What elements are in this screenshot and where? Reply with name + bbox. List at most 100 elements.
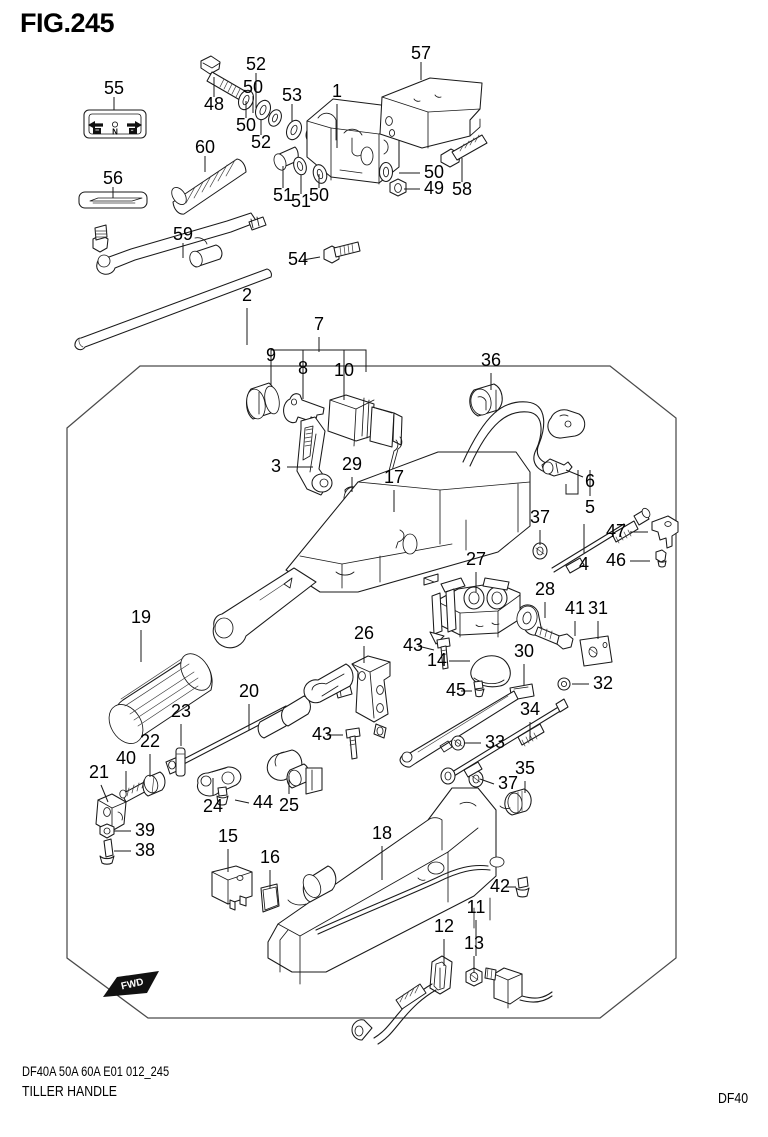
callout-25: 25 <box>279 776 299 815</box>
figure-title: FIG.245 <box>20 8 115 38</box>
part-54-bolt <box>324 242 360 263</box>
callout-number-27: 27 <box>466 549 486 569</box>
part-6-fuel-connector <box>542 459 572 476</box>
callout-number-22: 22 <box>140 731 160 751</box>
part-51-bushing-b <box>292 156 309 177</box>
callout-number-50c: 50 <box>309 185 329 205</box>
footer-model-label: DF40 <box>718 1090 749 1107</box>
callout-number-8: 8 <box>298 358 308 378</box>
callout-number-44: 44 <box>253 792 273 812</box>
callout-number-58: 58 <box>452 179 472 199</box>
callout-number-52b: 52 <box>251 132 271 152</box>
callout-number-50b: 50 <box>243 77 263 97</box>
callout-41: 41 <box>565 598 585 636</box>
callout-number-23: 23 <box>171 701 191 721</box>
callout-24: 24 <box>203 778 223 816</box>
footer-model-code: DF40A 50A 60A E01 012_245 <box>22 1064 170 1079</box>
callout-52b: 52 <box>251 120 271 152</box>
callout-number-24: 24 <box>203 796 223 816</box>
part-36-cable-clamp <box>469 384 502 417</box>
callout-number-16: 16 <box>260 847 280 867</box>
callout-number-43b: 43 <box>312 724 332 744</box>
part-58-bolt <box>441 135 487 167</box>
callout-number-32: 32 <box>593 673 613 693</box>
part-52-washer-b <box>266 108 283 128</box>
leader-line-37b <box>480 779 494 784</box>
callout-number-49: 49 <box>424 178 444 198</box>
part-15-relay-box <box>212 866 252 910</box>
part-22-bushing <box>142 772 165 796</box>
callout-22: 22 <box>140 731 160 777</box>
callout-number-50d: 50 <box>424 162 444 182</box>
leader-line-54 <box>303 257 320 260</box>
callout-number-51b: 51 <box>291 191 311 211</box>
callout-48: 48 <box>204 77 224 114</box>
callout-23: 23 <box>171 701 191 746</box>
callout-51b: 51 <box>291 175 311 211</box>
callout-59: 59 <box>173 224 193 258</box>
part-52-washer-a <box>253 98 273 122</box>
callout-44: 44 <box>235 792 273 812</box>
callout-number-21: 21 <box>89 762 109 782</box>
callout-7: 7 <box>314 314 324 352</box>
callout-42: 42 <box>490 876 516 896</box>
callout-11: 11 <box>467 897 485 956</box>
part-12-lanyard-clip <box>430 956 452 994</box>
callout-number-37b: 37 <box>498 773 518 793</box>
callout-38: 38 <box>114 840 155 860</box>
group-bracket-5 <box>566 470 578 494</box>
callout-8: 8 <box>298 358 308 399</box>
callout-10: 10 <box>334 360 354 400</box>
callout-number-2: 2 <box>242 285 252 305</box>
footer-section-title: TILLER HANDLE <box>22 1083 118 1100</box>
callout-19: 19 <box>131 607 151 662</box>
callout-number-31: 31 <box>588 598 608 618</box>
callout-number-3: 3 <box>271 456 281 476</box>
callout-number-33: 33 <box>485 732 505 752</box>
callout-33: 33 <box>465 732 505 752</box>
callout-30: 30 <box>514 641 534 685</box>
callout-39: 39 <box>114 820 155 840</box>
callout-number-48: 48 <box>204 94 224 114</box>
callout-number-41: 41 <box>565 598 585 618</box>
callout-45: 45 <box>446 680 472 700</box>
part-1-clamp-bracket <box>307 99 399 184</box>
callout-55: 55 <box>104 78 124 110</box>
callout-number-14: 14 <box>427 650 447 670</box>
part-49-nut <box>390 179 406 196</box>
callout-number-6: 6 <box>585 471 595 491</box>
callout-number-28: 28 <box>535 579 555 599</box>
callout-35: 35 <box>515 758 535 793</box>
callout-number-9: 9 <box>266 345 276 365</box>
callout-number-39: 39 <box>135 820 155 840</box>
part-4-throttle-cable <box>552 507 652 573</box>
callout-6: 6 <box>566 470 595 491</box>
callout-number-36: 36 <box>481 350 501 370</box>
part-39-nut <box>100 824 114 838</box>
callout-3: 3 <box>271 456 313 476</box>
callout-17: 17 <box>384 467 404 512</box>
callout-46: 46 <box>606 550 650 570</box>
part-50-washer-d <box>380 163 393 182</box>
part-3-shift-lever <box>297 417 332 495</box>
part-45-screw <box>474 681 484 697</box>
callout-number-43: 43 <box>403 635 423 655</box>
lanyard-cord <box>352 984 436 1044</box>
callout-43: 43 <box>403 635 434 655</box>
leader-line-43 <box>418 646 434 650</box>
callout-number-46: 46 <box>606 550 626 570</box>
part-50-washer-a <box>236 88 256 112</box>
callout-number-51: 51 <box>273 185 293 205</box>
callout-number-42: 42 <box>490 876 510 896</box>
part-55-shift-decal: N <box>84 110 146 138</box>
part-30-link-plate <box>400 684 534 767</box>
part-35-bushing <box>505 789 531 815</box>
callout-20: 20 <box>239 681 259 730</box>
fwd-direction-marker: FWD <box>103 971 159 997</box>
callout-37: 37 <box>530 507 550 545</box>
callout-number-56: 56 <box>103 168 123 188</box>
callout-18: 18 <box>372 823 392 880</box>
callout-14: 14 <box>427 650 470 670</box>
